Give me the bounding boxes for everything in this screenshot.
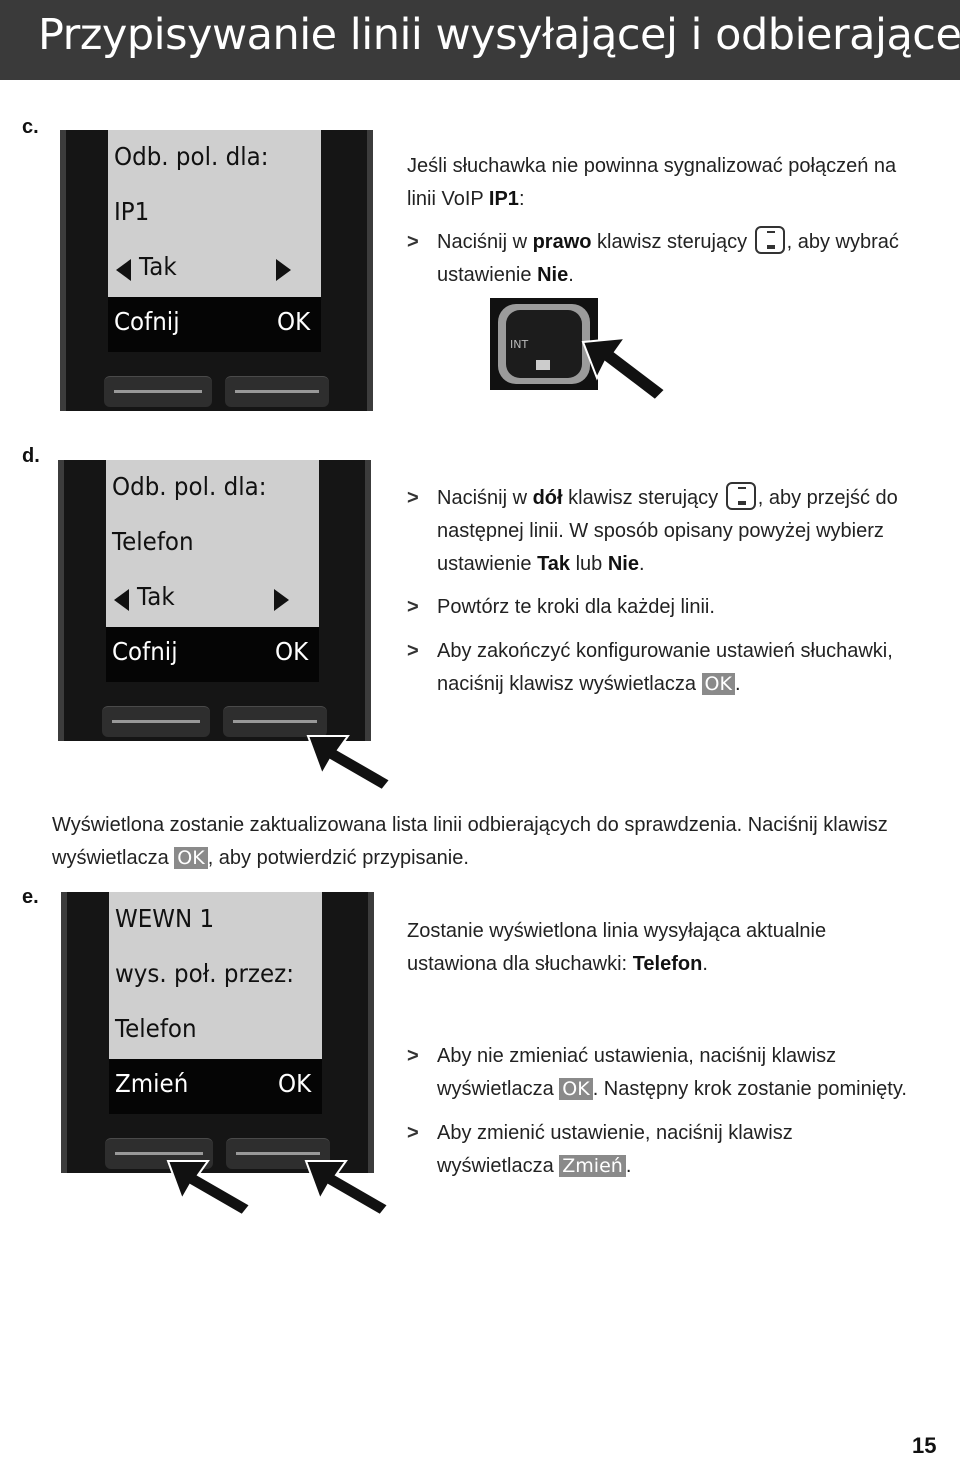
step-e-instruction-1: Aby nie zmieniać ustawienia, naciśnij kl… (407, 1040, 960, 1106)
arrow-left-icon (116, 259, 131, 281)
control-key-photo: INT (490, 298, 598, 390)
screen-line-option: Tak (139, 252, 177, 281)
int-key-label: INT (510, 338, 529, 351)
left-softkey-button[interactable] (104, 376, 212, 407)
ok-key-label: OK (559, 1078, 593, 1100)
page-header: Przypisywanie linii wysyłającej i odbier… (0, 0, 960, 80)
step-c-label: c. (22, 116, 39, 138)
ok-key-label: OK (174, 847, 208, 869)
softkey-right-label: OK (274, 637, 309, 666)
softkey-bar: Cofnij OK (106, 627, 319, 682)
arrow-right-icon (274, 589, 289, 611)
ok-key-label: OK (701, 673, 735, 695)
screen-line-subtitle: wys. poł. przez: (115, 959, 294, 988)
screen-line-value: Telefon (112, 527, 194, 556)
phonebook-icon (536, 360, 550, 370)
phone-screen-e: WEWN 1 wys. poł. przez: Telefon Zmień OK (109, 892, 322, 1114)
step-d-instruction-3: Aby zakończyć konfigurowanie ustawień sł… (407, 635, 960, 701)
phone-illustration-c: Odb. pol. dla: IP1 Tak Cofnij OK (60, 130, 373, 411)
screen-line-value: IP1 (114, 197, 150, 226)
step-e-intro: Zostanie wyświetlona linia wysyłająca ak… (407, 920, 827, 975)
softkey-left-label: Cofnij (114, 307, 180, 336)
pointer-arrow-icon (306, 735, 392, 792)
softkey-left-label: Cofnij (112, 637, 178, 666)
phone-illustration-d: Odb. pol. dla: Telefon Tak Cofnij OK (58, 460, 371, 741)
right-softkey-button[interactable] (223, 706, 327, 737)
pointer-arrow-icon (304, 1160, 390, 1217)
step-c-instruction: Naciśnij w prawo klawisz sterujący , aby… (407, 226, 960, 292)
control-key-icon (725, 482, 756, 510)
softkey-bar: Zmień OK (109, 1059, 322, 1114)
screen-line-option: Tak (137, 582, 175, 611)
step-d-label: d. (22, 445, 40, 467)
step-d-instruction-2: Powtórz te kroki dla każdej linii. (407, 591, 960, 624)
pointer-arrow-icon (166, 1160, 252, 1217)
softkey-right-label: OK (276, 307, 311, 336)
page-number: 15 (912, 1433, 937, 1458)
softkey-left-label: Zmień (115, 1069, 189, 1098)
softkey-bar: Cofnij OK (108, 297, 321, 352)
control-key-icon (754, 226, 785, 254)
phone-screen-d: Odb. pol. dla: Telefon Tak Cofnij OK (106, 460, 319, 682)
arrow-right-icon (276, 259, 291, 281)
screen-line-title: Odb. pol. dla: (114, 142, 269, 171)
softkey-right-label: OK (277, 1069, 312, 1098)
updated-list-note: Wyświetlona zostanie zaktualizowana list… (52, 814, 888, 869)
step-d-instruction-1: Naciśnij w dół klawisz sterujący , aby p… (407, 482, 960, 581)
screen-line-title: Odb. pol. dla: (112, 472, 267, 501)
step-e-instruction-2: Aby zmienić ustawienie, naciśnij klawisz… (407, 1117, 960, 1183)
screen-line-value: Telefon (115, 1014, 197, 1043)
right-softkey-button[interactable] (225, 376, 329, 407)
step-c-intro: Jeśli słuchawka nie powinna sygnalizować… (407, 155, 897, 210)
step-e-label: e. (22, 886, 39, 908)
left-softkey-button[interactable] (102, 706, 210, 737)
arrow-left-icon (114, 589, 129, 611)
screen-line-title: WEWN 1 (115, 904, 215, 933)
phone-screen-c: Odb. pol. dla: IP1 Tak Cofnij OK (108, 130, 321, 352)
change-key-label: Zmień (559, 1155, 626, 1177)
pointer-arrow-icon (581, 336, 667, 402)
phone-illustration-e: WEWN 1 wys. poł. przez: Telefon Zmień OK (61, 892, 374, 1173)
page-title: Przypisywanie linii wysyłającej i odbier… (38, 10, 960, 60)
